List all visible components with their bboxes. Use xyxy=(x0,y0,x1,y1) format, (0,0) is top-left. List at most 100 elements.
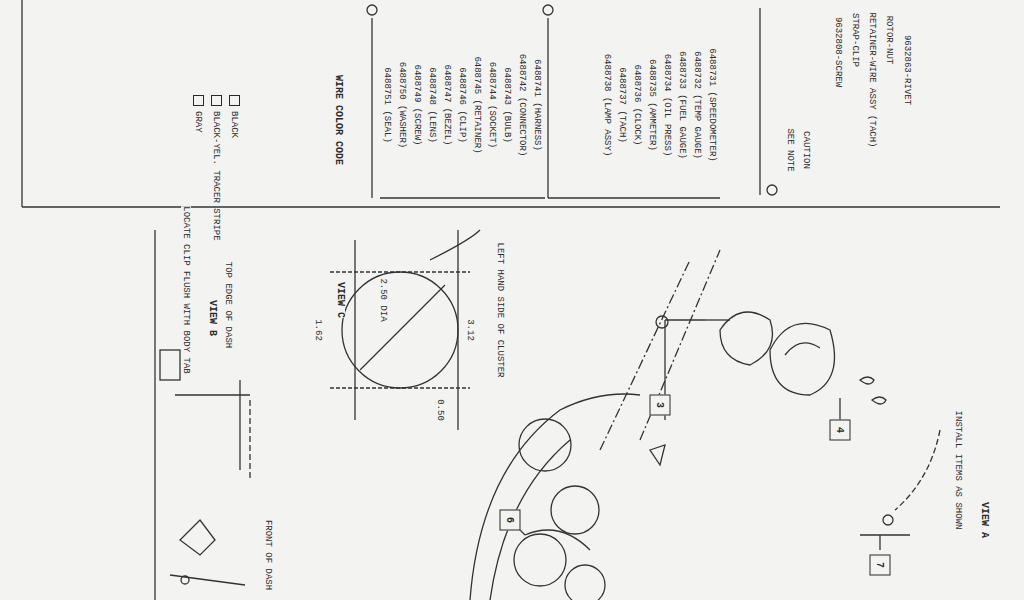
callout-number: 6 xyxy=(504,517,515,523)
bracket xyxy=(600,197,720,198)
nut-symbol xyxy=(860,377,874,384)
frame-line xyxy=(22,206,1000,207)
drawing-label: 6488751 (SEAL) xyxy=(382,67,392,143)
drawing-label: 6488737 (TACH) xyxy=(617,67,627,143)
drawing-label: VIEW A xyxy=(979,502,989,538)
nut-symbol xyxy=(872,397,886,404)
leader-line xyxy=(665,319,705,320)
callout-number: 4 xyxy=(834,427,845,433)
gauge-hole xyxy=(551,486,599,534)
fastener xyxy=(883,515,893,525)
drawing-label: 6488736 (CLOCK) xyxy=(632,64,642,145)
callout-box: 4 xyxy=(830,420,851,441)
dash-edge xyxy=(170,575,245,585)
bracket xyxy=(759,8,760,195)
dimension-line xyxy=(330,387,470,388)
note-symbol xyxy=(767,185,777,195)
drawing-label: 6488731 (SPEEDOMETER) xyxy=(707,48,717,161)
drawing-label: LEFT HAND SIDE OF CLUSTER xyxy=(495,242,505,377)
drawing-label: FRONT OF DASH xyxy=(263,520,273,590)
dimension-line xyxy=(457,230,458,430)
drawing-label: WIRE COLOR CODE xyxy=(333,75,343,165)
center-line xyxy=(640,250,720,440)
drawing-label: 6488749 (SCREW) xyxy=(412,64,422,145)
legend-swatch xyxy=(193,95,204,106)
dash-edge xyxy=(175,394,250,395)
legend-text: GRAY xyxy=(194,111,204,133)
fastener xyxy=(860,534,910,535)
center-line xyxy=(600,260,690,450)
drawing-label: 6488745 (RETAINER) xyxy=(472,56,482,153)
gauge-hole xyxy=(514,534,566,586)
drawing-label: 6488743 (BULB) xyxy=(502,67,512,143)
gauge-hole xyxy=(519,419,571,471)
legend-entry: BLACK-YEL. TRACER STRIPE xyxy=(211,95,222,241)
bracket xyxy=(380,197,545,198)
drawing-label: 6488741 (HARNESS) xyxy=(532,59,542,151)
note-symbol xyxy=(543,5,553,15)
cluster-outline xyxy=(470,394,640,600)
fastener xyxy=(181,576,189,584)
clip-symbol xyxy=(180,520,215,555)
drawing-label: 6488748 (LENS) xyxy=(427,67,437,143)
dash-edge xyxy=(895,430,940,510)
drawing-label: TOP EDGE OF DASH xyxy=(223,262,233,348)
drawing-label: 6488747 (BEZEL) xyxy=(442,64,452,145)
dimension-line xyxy=(354,240,355,420)
leader-line xyxy=(664,320,665,395)
drawing-label: 9632808-SCREW xyxy=(833,17,843,87)
dimension-line xyxy=(330,271,470,272)
leader-line xyxy=(705,319,730,320)
drawing-label: 6488733 (FUEL GAUGE) xyxy=(677,51,687,159)
drawing-label: SEE NOTE xyxy=(785,128,795,171)
bracket xyxy=(548,197,600,198)
leader-line xyxy=(154,230,155,600)
drawing-label: VIEW C xyxy=(335,282,345,318)
callout-number: 7 xyxy=(874,562,885,568)
callout-box: 3 xyxy=(650,395,671,416)
drawing-label: 9632863-RIVET xyxy=(902,35,912,105)
drawing-label: 2.50 DIA xyxy=(378,278,388,321)
drawing-label: 6488742 (CONNECTOR) xyxy=(517,54,527,157)
drawing-label: 6488734 (OIL PRESS) xyxy=(662,54,672,157)
tach-body xyxy=(770,323,835,395)
drawing-label: LOCATE CLIP FLUSH WITH BODY TAB xyxy=(181,206,191,373)
drawing-label: 6488735 (AMMETER) xyxy=(647,59,657,151)
drawing-label: 1.62 xyxy=(313,319,323,341)
frame-line xyxy=(21,0,22,207)
view-arrow xyxy=(650,445,665,465)
drawing-label: RETAINER-WIRE ASSY (TACH) xyxy=(867,12,877,147)
legend-swatch xyxy=(211,95,222,106)
dimension-line xyxy=(360,285,445,370)
callout-box: 7 xyxy=(870,555,891,576)
bracket xyxy=(547,18,548,198)
drawing-label: CAUTION xyxy=(801,131,811,169)
drawing-label: ROTOR-NUT xyxy=(884,16,894,65)
note-symbol xyxy=(367,5,377,15)
leader-line xyxy=(879,535,880,550)
tach-housing xyxy=(525,530,590,550)
legend-entry: BLACK xyxy=(229,95,240,138)
drawing-label: STRAP-CLIP xyxy=(850,13,860,67)
drawing-label: INSTALL ITEMS AS SHOWN xyxy=(953,411,963,530)
drawing-label: 6488744 (SOCKET) xyxy=(487,62,497,148)
legend-swatch xyxy=(229,95,240,106)
tach-body xyxy=(785,343,820,355)
dash-edge xyxy=(249,400,250,480)
drawing-label: 6488746 (CLIP) xyxy=(457,67,467,143)
clip-symbol xyxy=(160,350,180,380)
drawing-label: VIEW B xyxy=(207,300,217,336)
drawing-label: 6488738 (LAMP ASSY) xyxy=(602,54,612,157)
callout-number: 3 xyxy=(654,402,665,408)
gauge-hole xyxy=(565,565,605,600)
leader-line xyxy=(839,398,840,420)
dash-edge xyxy=(239,380,240,470)
gauge-hole xyxy=(342,272,458,388)
bracket xyxy=(371,18,372,198)
leader-line xyxy=(430,230,480,260)
fastener xyxy=(656,316,668,328)
legend-text: BLACK xyxy=(230,111,240,138)
drawing-label: 0.50 xyxy=(435,399,445,421)
legend-entry: GRAY xyxy=(193,95,204,133)
drawing-label: 6488750 (WASHER) xyxy=(397,62,407,148)
